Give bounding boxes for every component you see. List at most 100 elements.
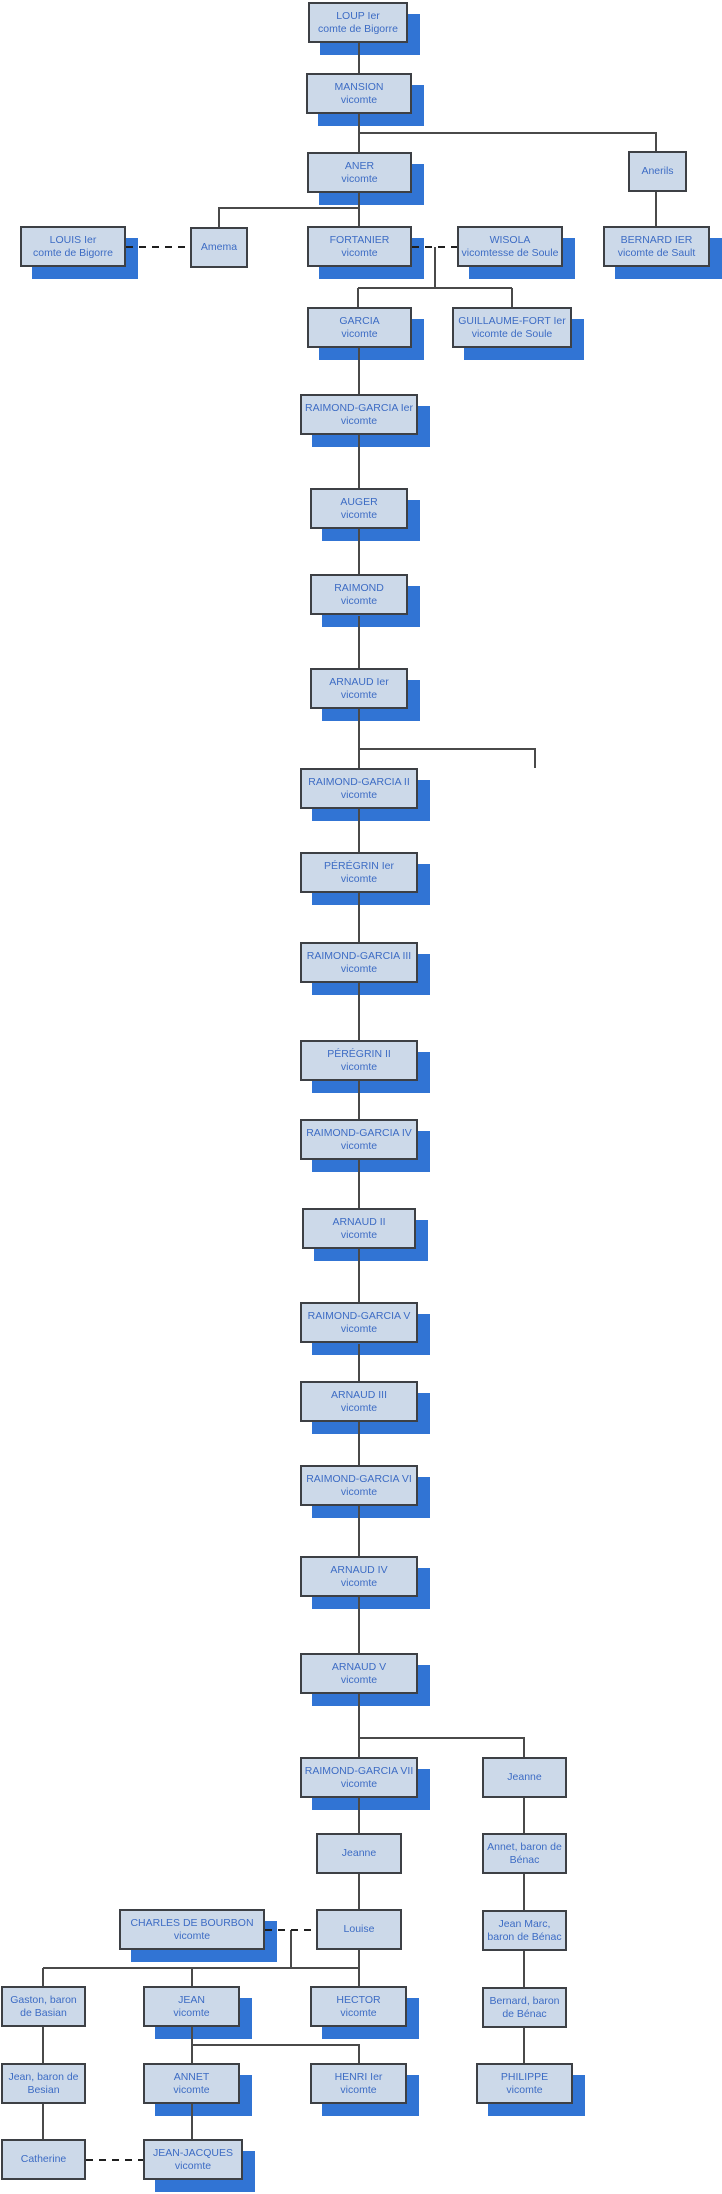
node-title: HENRI Ier bbox=[334, 2070, 383, 2083]
node-subtitle: vicomte bbox=[174, 2159, 212, 2172]
node-title: PÉRÉGRIN II bbox=[327, 1047, 391, 1060]
node-subtitle: Bénac bbox=[509, 1853, 540, 1866]
node-title: RAIMOND bbox=[334, 581, 384, 594]
node-subtitle: vicomte bbox=[340, 1060, 378, 1073]
node-subtitle: comte de Bigorre bbox=[33, 246, 113, 259]
node-subtitle: vicomte bbox=[340, 1322, 378, 1335]
node-subtitle: vicomte bbox=[340, 688, 378, 701]
node-amema: Amema bbox=[190, 227, 248, 268]
node-title: ARNAUD V bbox=[331, 1660, 387, 1673]
node-subtitle: vicomte bbox=[173, 1929, 211, 1942]
node-subtitle: vicomte bbox=[506, 2083, 543, 2096]
node-subtitle: vicomte bbox=[340, 788, 378, 801]
node-title: PHILIPPE bbox=[500, 2070, 549, 2083]
node-title: Louise bbox=[343, 1923, 375, 1935]
node-title: Jeanne bbox=[341, 1847, 377, 1859]
node-subtitle: vicomte bbox=[340, 508, 378, 521]
node-title: Annet, baron de bbox=[487, 1840, 562, 1853]
node-title: MANSION bbox=[334, 80, 384, 93]
node-title: Jean Marc, bbox=[498, 1917, 551, 1930]
node-title: ANNET bbox=[173, 2070, 210, 2083]
node-title: Amema bbox=[200, 241, 238, 253]
dashed-marriage-lines bbox=[86, 246, 457, 2161]
node-subtitle: vicomte bbox=[340, 962, 378, 975]
node-jeanne-benac: Jeanne bbox=[482, 1757, 567, 1798]
node-subtitle: vicomte bbox=[340, 2083, 377, 2096]
node-title: ARNAUD IV bbox=[330, 1563, 388, 1576]
node-title: RAIMOND-GARCIA V bbox=[307, 1309, 411, 1322]
node-subtitle: vicomte bbox=[340, 93, 378, 106]
node-title: GUILLAUME-FORT Ier bbox=[458, 314, 566, 327]
node-subtitle: baron de Bénac bbox=[487, 1930, 562, 1943]
node-title: WISOLA bbox=[489, 233, 531, 246]
node-title: HECTOR bbox=[336, 1993, 381, 2006]
node-subtitle: vicomte de Sault bbox=[617, 246, 696, 259]
node-subtitle: vicomte de Soule bbox=[471, 327, 553, 340]
node-anerils: Anerils bbox=[628, 151, 687, 192]
node-subtitle: vicomte bbox=[340, 872, 378, 885]
node-title: Gaston, baron bbox=[10, 1993, 77, 2006]
node-title: ARNAUD III bbox=[330, 1388, 387, 1401]
node-subtitle: vicomte bbox=[340, 1576, 378, 1589]
node-subtitle: vicomte bbox=[173, 2083, 210, 2096]
node-subtitle: Besian bbox=[27, 2083, 60, 2096]
node-subtitle: vicomte bbox=[340, 1401, 378, 1414]
node-title: PÉRÉGRIN Ier bbox=[323, 859, 394, 872]
node-title: RAIMOND-GARCIA IV bbox=[306, 1126, 412, 1139]
node-subtitle: vicomte bbox=[173, 2006, 210, 2019]
node-title: GARCIA bbox=[339, 314, 380, 327]
node-title: ANER bbox=[344, 159, 375, 172]
node-subtitle: vicomte bbox=[340, 2006, 377, 2019]
node-title: RAIMOND-GARCIA Ier bbox=[305, 401, 413, 414]
node-title: Catherine bbox=[20, 2153, 67, 2165]
node-subtitle: comte de Bigorre bbox=[318, 22, 398, 35]
node-subtitle: vicomte bbox=[340, 594, 378, 607]
node-jeanne: Jeanne bbox=[316, 1833, 402, 1874]
node-title: ARNAUD Ier bbox=[329, 675, 389, 688]
node-title: LOUIS Ier bbox=[49, 233, 97, 246]
node-jean-marc-baron: Jean Marc,baron de Bénac bbox=[482, 1910, 567, 1951]
node-subtitle: vicomte bbox=[340, 1228, 378, 1241]
node-title: JEAN-JACQUES bbox=[153, 2146, 233, 2159]
node-catherine: Catherine bbox=[1, 2139, 86, 2180]
node-subtitle: vicomte bbox=[340, 1139, 378, 1152]
node-title: ARNAUD II bbox=[332, 1215, 386, 1228]
node-title: RAIMOND-GARCIA II bbox=[308, 775, 410, 788]
node-subtitle: vicomte bbox=[341, 172, 378, 185]
node-subtitle: de Basian bbox=[20, 2006, 67, 2019]
node-title: CHARLES DE BOURBON bbox=[130, 1916, 254, 1929]
node-title: RAIMOND-GARCIA VI bbox=[306, 1472, 412, 1485]
node-subtitle: vicomte bbox=[340, 1673, 378, 1686]
node-subtitle: vicomte bbox=[340, 1777, 378, 1790]
